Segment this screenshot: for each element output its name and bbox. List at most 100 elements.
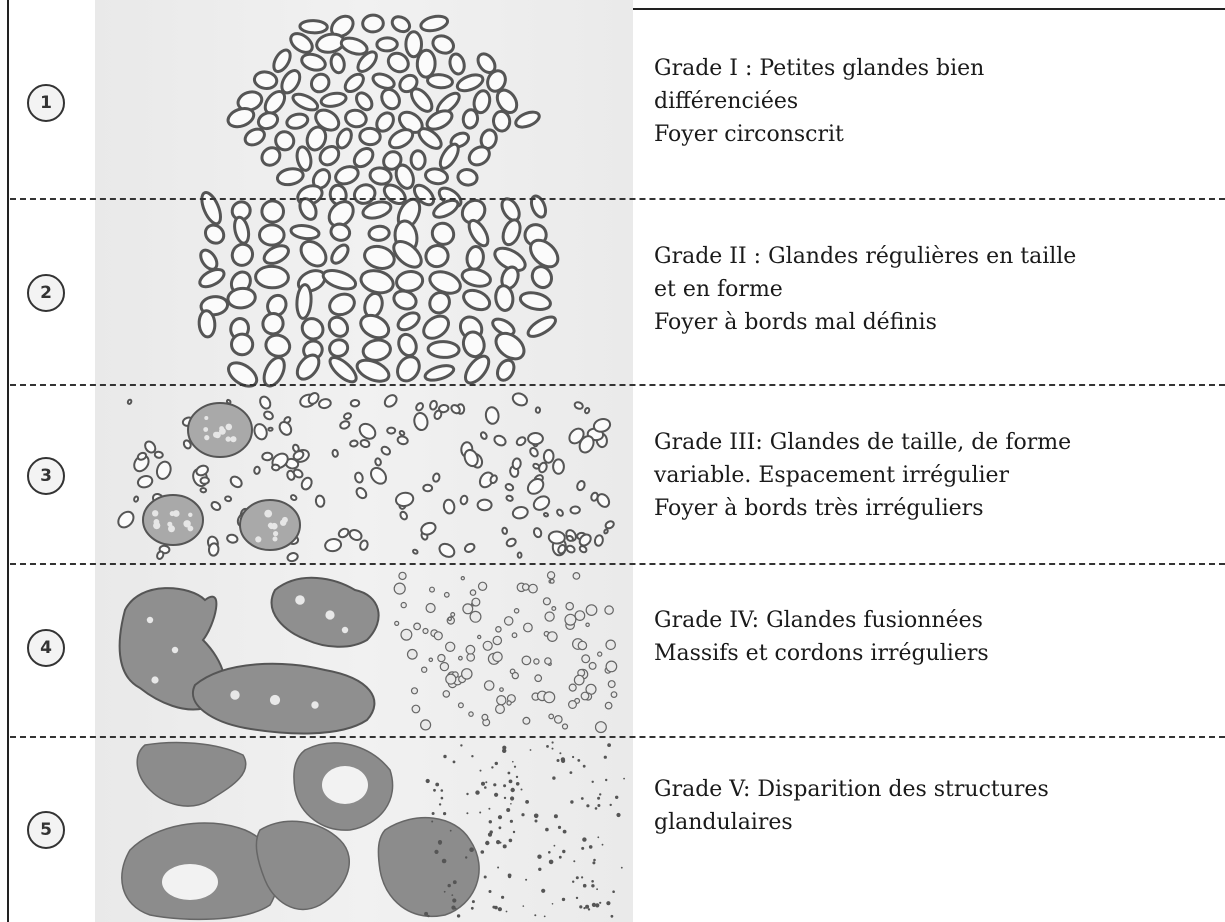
- grade-2-gland: [328, 356, 358, 384]
- cord-cell: [506, 700, 512, 706]
- grade-3-gland: [569, 505, 581, 515]
- grade-3-gland: [370, 466, 387, 485]
- grade-2-line-3: Foyer à bords mal définis: [654, 310, 937, 335]
- infiltrating-cell: [582, 883, 587, 888]
- infiltrating-cell: [488, 890, 492, 893]
- nest-lumen: [273, 531, 279, 537]
- grade-4-line-1: Grade IV: Glandes fusionnées: [654, 608, 983, 633]
- nest-lumen: [272, 536, 278, 542]
- grade-2-gland: [329, 222, 352, 242]
- grade-3-gland: [422, 483, 434, 493]
- cord-cell: [425, 602, 436, 614]
- grade-3-gland: [337, 527, 350, 539]
- infiltrating-cell: [581, 846, 585, 850]
- cord-cell: [523, 622, 533, 633]
- cord-cell: [398, 571, 407, 581]
- cord-cell: [422, 627, 429, 635]
- grade-3-gland: [386, 426, 397, 435]
- grade-3-gland: [210, 501, 222, 511]
- grade-3-description: Grade III: Glandes de taille, de forme v…: [654, 426, 1214, 525]
- cord-cell: [468, 711, 474, 717]
- grade-2-gland: [230, 332, 255, 357]
- cord-cell: [542, 597, 551, 606]
- grade-3-gland: [556, 508, 564, 517]
- nest-lumen: [168, 525, 175, 533]
- grade-1-gland: [417, 127, 443, 150]
- grade-2-gland: [321, 268, 358, 291]
- grade-1-gland: [329, 52, 346, 75]
- infiltrating-cell: [497, 907, 502, 912]
- cord-cell: [421, 666, 428, 673]
- cord-cell: [544, 657, 552, 665]
- infiltrating-cell: [479, 811, 482, 814]
- grade-1-gland: [388, 128, 415, 150]
- infiltrating-cell: [592, 861, 596, 865]
- grade-3-gland: [289, 494, 298, 502]
- cord-cell: [458, 655, 463, 661]
- nest-lumen: [281, 516, 288, 523]
- cord-cell: [546, 631, 558, 642]
- cord-cell: [605, 660, 618, 673]
- grade-2-gland: [289, 224, 321, 241]
- cord-cell: [420, 719, 432, 731]
- grade-1-gland: [410, 87, 434, 113]
- infiltrating-cell: [545, 827, 549, 832]
- cord-cell: [437, 653, 446, 663]
- cord-cell: [534, 674, 543, 683]
- nest-lumen: [225, 423, 233, 431]
- grade-3-gland: [226, 533, 239, 544]
- infiltrating-cell: [537, 854, 542, 859]
- infiltrating-cell: [484, 786, 487, 789]
- grade-2-glands: [197, 190, 560, 388]
- grade-3-gland: [195, 464, 209, 477]
- cord-cell: [577, 640, 588, 651]
- infiltrating-cell: [570, 800, 574, 804]
- grade-1-gland: [335, 127, 353, 150]
- infiltrating-cell: [548, 859, 554, 865]
- cord-cell: [482, 640, 493, 651]
- infiltrating-cell: [543, 915, 546, 918]
- grade-2-gland: [327, 200, 355, 228]
- grade-2-gland: [423, 364, 456, 382]
- grade-3-gland: [463, 448, 479, 468]
- nest-lumen: [213, 431, 219, 438]
- grade-1-gland: [344, 108, 368, 129]
- infiltrating-cell: [623, 777, 625, 780]
- nest-lumen: [271, 522, 278, 530]
- cord-cell: [496, 695, 507, 706]
- grade-3-gland: [396, 435, 409, 446]
- grade-3-gland: [566, 534, 574, 542]
- infiltrating-cell: [424, 911, 429, 916]
- infiltrating-cell: [460, 744, 463, 747]
- cord-cell: [521, 583, 530, 591]
- grade-2-gland: [359, 313, 391, 340]
- grade-3-gland: [511, 457, 522, 470]
- grade-1-gland: [295, 145, 313, 172]
- cord-cell: [462, 603, 474, 615]
- infiltrating-cell: [605, 778, 608, 782]
- infiltrating-cell: [533, 813, 539, 819]
- nest-lumen: [167, 521, 173, 527]
- cord-cell: [581, 654, 591, 664]
- central-lumen: [322, 766, 368, 804]
- grade-2-gland: [258, 223, 286, 247]
- cord-cell: [553, 715, 563, 724]
- grade-3-gland: [224, 495, 233, 503]
- grade-1-gland: [274, 130, 296, 152]
- grade-3-gland: [463, 542, 476, 553]
- grade-3-gland: [136, 451, 148, 461]
- grade-3-gland: [484, 406, 500, 425]
- cord-cell: [481, 713, 489, 721]
- grade-2-gland: [262, 244, 290, 265]
- grade-3-gland: [412, 548, 419, 555]
- cord-cell: [572, 572, 581, 580]
- grade-1-gland: [289, 32, 314, 54]
- grade-3-gland: [339, 420, 351, 430]
- infiltrating-cell: [587, 908, 591, 911]
- infiltrating-cell: [507, 771, 511, 775]
- grade-3-gland: [259, 395, 272, 410]
- grade-3-gland: [476, 498, 493, 512]
- grade-1-gland: [380, 87, 401, 111]
- grade-1-gland: [256, 111, 280, 131]
- grade-3-line-2: variable. Espacement irrégulier: [654, 463, 1010, 488]
